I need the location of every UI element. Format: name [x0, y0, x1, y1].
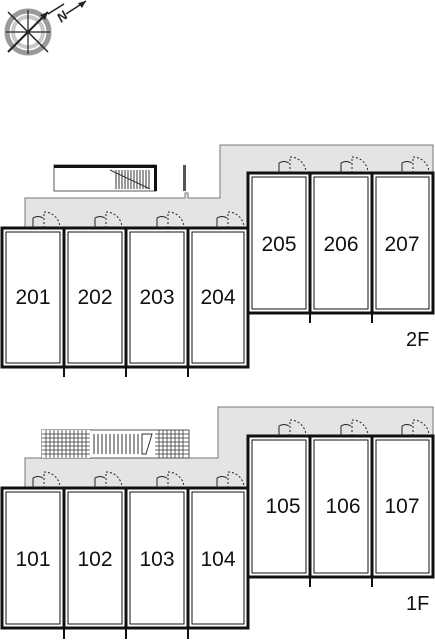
door-swings-1f — [43, 419, 430, 489]
floor-2f: 201 202 203 204 205 206 207 2F — [0, 144, 435, 377]
floor-label-2f: 2F — [406, 329, 429, 351]
unit-204-label: 204 — [200, 286, 235, 309]
inner-walls-front-1f — [5, 491, 245, 625]
door-swings-2f — [43, 156, 430, 229]
unit-207-label: 207 — [384, 233, 419, 256]
unit-102-label: 102 — [77, 548, 112, 571]
units-front-2f — [0, 226, 250, 369]
staircase-2f — [53, 164, 186, 192]
balcony-posts-2f — [63, 313, 373, 377]
staircase-1f — [41, 429, 190, 459]
unit-206-label: 206 — [323, 233, 358, 256]
inner-walls-front-2f — [5, 231, 245, 364]
unit-107-label: 107 — [384, 495, 419, 518]
compass-north-arrow — [47, 3, 65, 15]
unit-201-label: 201 — [15, 286, 50, 309]
unit-104-label: 104 — [200, 548, 235, 571]
unit-203-label: 203 — [139, 286, 174, 309]
inner-walls-back-2f — [251, 176, 430, 310]
compass-pointer — [65, 0, 87, 15]
inner-walls-back-1f — [251, 439, 430, 574]
unit-105-label: 105 — [265, 495, 300, 518]
door-leafs-2f — [32, 161, 413, 228]
floor-1f: 101 102 103 104 105 106 107 1F — [0, 406, 435, 639]
unit-106-label: 106 — [325, 495, 360, 518]
floor-label-1f: 1F — [406, 593, 429, 615]
unit-205-label: 205 — [261, 233, 296, 256]
unit-202-label: 202 — [77, 286, 112, 309]
unit-103-label: 103 — [139, 548, 174, 571]
balcony-posts-1f — [63, 577, 373, 639]
units-front-1f — [0, 486, 250, 630]
compass-north-label: N — [54, 7, 71, 25]
compass-rose-icon — [4, 8, 52, 56]
door-leafs-1f — [32, 424, 413, 488]
unit-101-label: 101 — [15, 548, 50, 571]
units-back-1f — [246, 434, 435, 579]
